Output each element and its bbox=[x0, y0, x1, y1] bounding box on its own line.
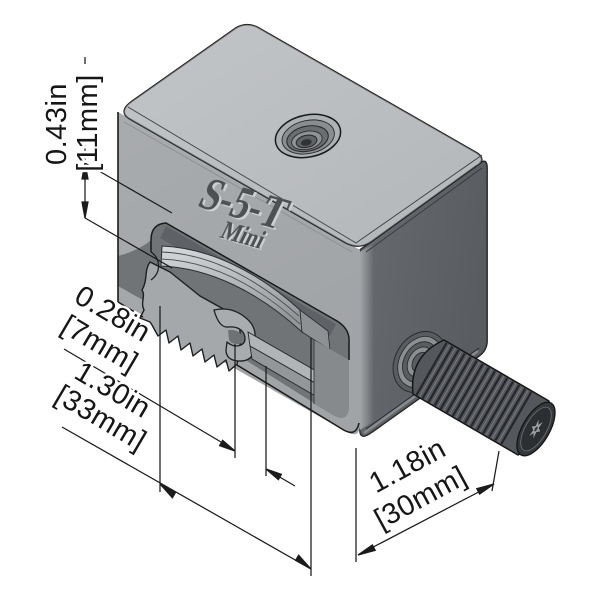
screw-end-face bbox=[516, 401, 556, 457]
top-face-bevel-line bbox=[127, 106, 483, 244]
slot-opening-outline bbox=[150, 222, 350, 360]
set-screw bbox=[392, 331, 556, 457]
seam-crease-line bbox=[161, 251, 300, 317]
seam-slot bbox=[118, 222, 350, 418]
arrowhead bbox=[357, 483, 495, 556]
dimension-screw-length bbox=[355, 448, 500, 562]
seam-crease-line bbox=[160, 258, 301, 325]
dimension-line bbox=[357, 483, 495, 556]
serrated-seam-edge bbox=[139, 261, 241, 372]
dimension-slot-gap bbox=[63, 344, 296, 487]
extension-line bbox=[234, 344, 267, 476]
screw-threads bbox=[415, 342, 533, 445]
dimension-label-top-height-mm: [11mm] bbox=[72, 74, 104, 172]
front-top-bevel bbox=[123, 121, 353, 253]
torx-socket-icon bbox=[526, 416, 546, 442]
dimension-linework bbox=[61, 57, 500, 576]
bottom-edge-line bbox=[236, 364, 360, 434]
slot-relief-notch bbox=[150, 251, 160, 281]
screw-thread-highlights bbox=[419, 344, 529, 443]
lip-hook-groove bbox=[228, 329, 243, 345]
arrowhead bbox=[159, 483, 312, 570]
dimension-label-top-height-in: 0.43in bbox=[41, 83, 73, 165]
dimension-line bbox=[61, 426, 312, 570]
arrowhead bbox=[218, 439, 283, 481]
dimension-body-width bbox=[61, 306, 312, 576]
top-chamfer-line bbox=[365, 167, 483, 253]
extension-line bbox=[84, 162, 173, 269]
clamp-body: S-5-T S-5-T Mini Mini bbox=[117, 23, 488, 437]
arrowhead bbox=[81, 162, 89, 219]
bottom-edge-line bbox=[117, 301, 144, 318]
lip-hook-profile bbox=[213, 308, 256, 362]
front-edge-fillet-highlight bbox=[360, 243, 374, 430]
extension-line bbox=[159, 306, 312, 576]
slot-recess-wall bbox=[314, 340, 349, 418]
top-thread-hole bbox=[274, 113, 342, 159]
dimension-top-height bbox=[81, 57, 173, 269]
